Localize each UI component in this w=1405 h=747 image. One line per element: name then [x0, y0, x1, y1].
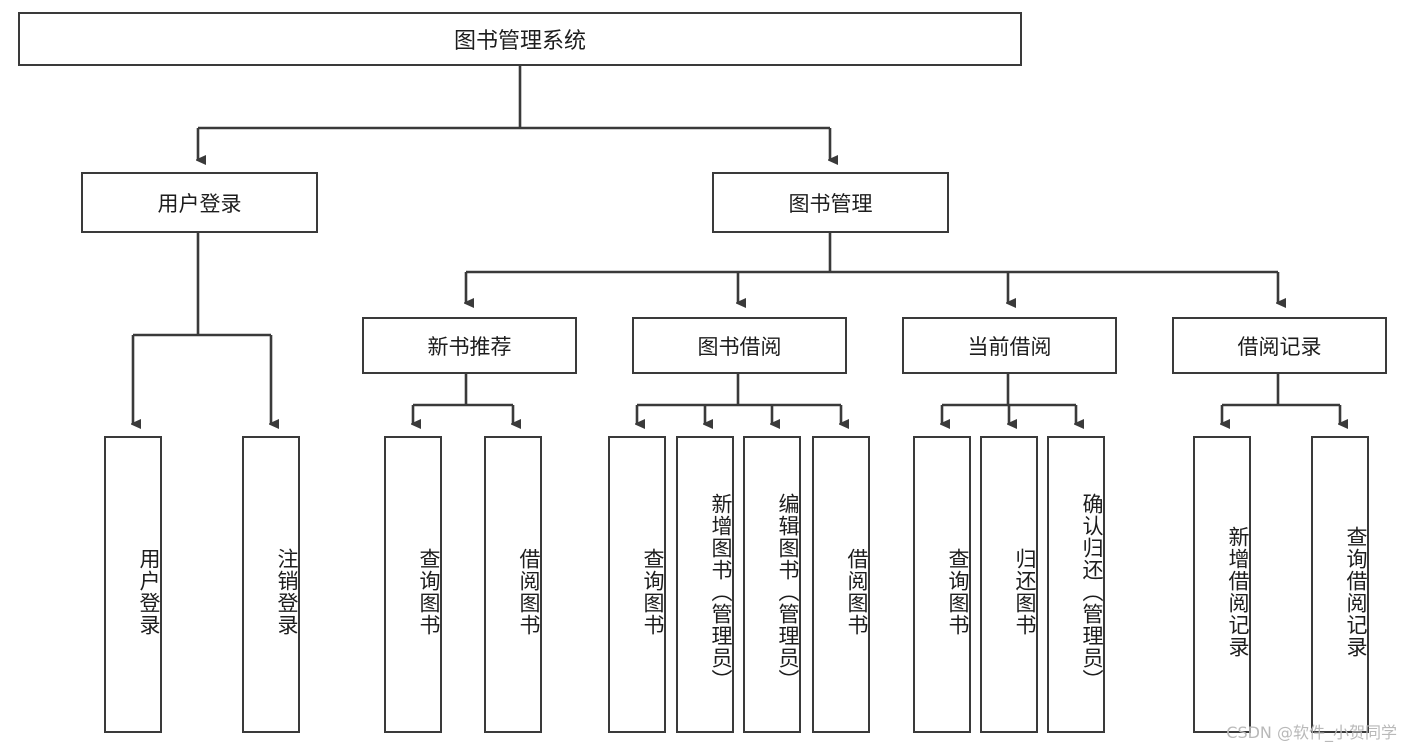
node-label: 编辑图书（管理员） — [776, 492, 800, 691]
node-label: 注销登录 — [275, 547, 299, 636]
node-label: 新书推荐 — [427, 334, 512, 359]
leaf-add-book-admin[interactable]: 新增图书（管理员） — [676, 436, 734, 733]
leaf-query-books-recommend[interactable]: 查询图书 — [384, 436, 442, 733]
node-label: 确认归还（管理员） — [1080, 492, 1104, 691]
node-current-borrowing[interactable]: 当前借阅 — [902, 317, 1117, 374]
csdn-watermark: CSDN @软件_小贺同学 — [1226, 723, 1397, 742]
node-borrowing-records[interactable]: 借阅记录 — [1172, 317, 1387, 374]
node-label: 查询图书 — [417, 547, 441, 636]
node-label: 图书管理系统 — [453, 29, 586, 54]
leaf-user-login[interactable]: 用户登录 — [104, 436, 162, 733]
leaf-logout[interactable]: 注销登录 — [242, 436, 300, 733]
node-label: 查询图书 — [946, 547, 970, 636]
node-book-management[interactable]: 图书管理 — [712, 172, 949, 233]
leaf-query-books-borrowing[interactable]: 查询图书 — [608, 436, 666, 733]
node-label: 借阅图书 — [517, 547, 541, 636]
node-label: 查询图书 — [641, 547, 665, 636]
node-label: 新增图书（管理员） — [709, 492, 733, 691]
leaf-return-books[interactable]: 归还图书 — [980, 436, 1038, 733]
node-label: 图书管理 — [788, 191, 873, 216]
leaf-add-borrow-record[interactable]: 新增借阅记录 — [1193, 436, 1251, 733]
leaf-borrow-books-borrowing[interactable]: 借阅图书 — [812, 436, 870, 733]
node-label: 新增借阅记录 — [1226, 525, 1250, 658]
node-label: 借阅图书 — [845, 547, 869, 636]
node-label: 借阅记录 — [1237, 334, 1322, 359]
node-label: 查询借阅记录 — [1344, 525, 1368, 658]
leaf-edit-book-admin[interactable]: 编辑图书（管理员） — [743, 436, 801, 733]
node-root-book-management-system[interactable]: 图书管理系统 — [18, 12, 1022, 66]
leaf-query-books-current[interactable]: 查询图书 — [913, 436, 971, 733]
node-user-login[interactable]: 用户登录 — [81, 172, 318, 233]
node-label: 归还图书 — [1013, 547, 1037, 636]
node-new-book-recommendation[interactable]: 新书推荐 — [362, 317, 577, 374]
leaf-confirm-return-admin[interactable]: 确认归还（管理员） — [1047, 436, 1105, 733]
node-label: 当前借阅 — [967, 334, 1052, 359]
node-label: 用户登录 — [137, 547, 161, 636]
node-book-borrowing[interactable]: 图书借阅 — [632, 317, 847, 374]
node-label: 用户登录 — [157, 191, 242, 216]
node-label: 图书借阅 — [697, 334, 782, 359]
leaf-borrow-books-recommend[interactable]: 借阅图书 — [484, 436, 542, 733]
leaf-query-borrow-record[interactable]: 查询借阅记录 — [1311, 436, 1369, 733]
